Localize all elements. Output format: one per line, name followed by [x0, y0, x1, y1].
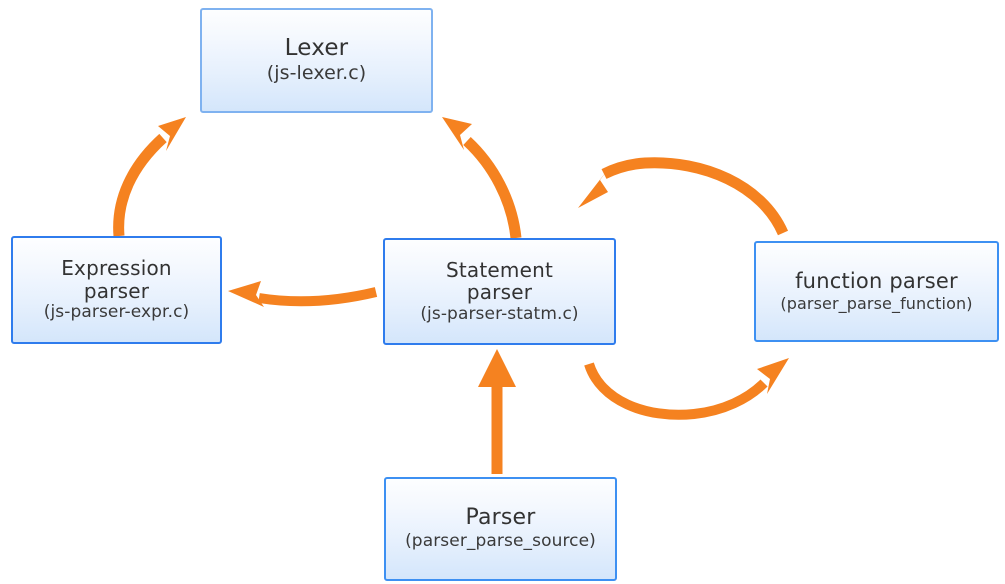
- edge-statement-to-expression: [228, 281, 378, 307]
- node-lexer[interactable]: Lexer (js-lexer.c): [200, 8, 433, 113]
- node-statement-parser-subtitle: (js-parser-statm.c): [420, 303, 579, 324]
- node-lexer-title: Lexer: [284, 35, 349, 62]
- node-lexer-subtitle: (js-lexer.c): [266, 61, 367, 84]
- node-statement-parser[interactable]: Statement parser (js-parser-statm.c): [383, 238, 616, 345]
- node-expression-parser-title-line1: Expression: [61, 256, 172, 281]
- node-parser[interactable]: Parser (parser_parse_source): [384, 477, 617, 581]
- edge-function-to-statement: [578, 157, 789, 236]
- node-expression-parser-subtitle: (js-parser-expr.c): [43, 302, 190, 323]
- node-function-parser-subtitle: (parser_parse_function): [780, 293, 973, 313]
- node-statement-parser-title-line1: Statement: [445, 257, 554, 282]
- edge-statement-to-lexer: [442, 117, 522, 239]
- node-parser-title: Parser: [465, 505, 536, 531]
- edge-expression-to-lexer: [113, 117, 186, 237]
- node-function-parser[interactable]: function parser (parser_parse_function): [754, 241, 999, 342]
- node-function-parser-title: function parser: [795, 269, 958, 294]
- node-parser-subtitle: (parser_parse_source): [405, 531, 596, 552]
- edge-parser-to-statement: [478, 349, 516, 474]
- node-expression-parser-title-line2: parser: [83, 278, 150, 303]
- edge-statement-to-function: [584, 358, 789, 420]
- node-expression-parser[interactable]: Expression parser (js-parser-expr.c): [11, 236, 222, 344]
- node-statement-parser-title-line2: parser: [466, 280, 533, 305]
